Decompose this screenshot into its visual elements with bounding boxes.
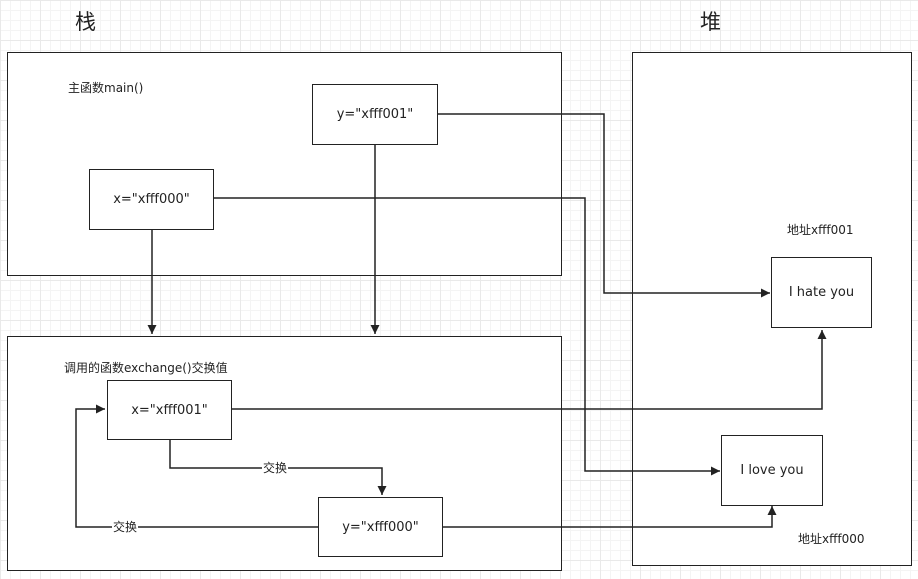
stack-heading: 栈 — [75, 10, 96, 34]
exchange-frame-label: 调用的函数exchange()交换值 — [64, 361, 228, 375]
main-x-to-love-arrow — [214, 197, 720, 476]
swap-label-2: 交换 — [112, 520, 139, 534]
heap-address-xfff000: 地址xfff000 — [798, 532, 865, 546]
swap-arrow-back — [75, 404, 318, 528]
main-frame-label: 主函数main() — [68, 81, 144, 95]
main-var-y: y="xfff001" — [312, 84, 438, 145]
heap-address-xfff001: 地址xfff001 — [787, 223, 854, 237]
heap-object-hate: I hate you — [771, 257, 872, 328]
heap-heading: 堆 — [700, 10, 721, 34]
main-y-to-hate-arrow — [438, 113, 770, 298]
exchange-stack-frame — [7, 336, 562, 571]
exchange-var-x: x="xfff001" — [107, 380, 232, 440]
exchange-x-to-hate-arrow — [232, 330, 827, 410]
main-var-x: x="xfff000" — [89, 169, 214, 230]
exchange-y-to-love-arrow — [443, 506, 777, 528]
heap-object-love: I love you — [721, 435, 823, 506]
swap-label-1: 交换 — [262, 461, 289, 475]
main-stack-frame — [7, 52, 562, 276]
exchange-var-y: y="xfff000" — [318, 497, 443, 557]
